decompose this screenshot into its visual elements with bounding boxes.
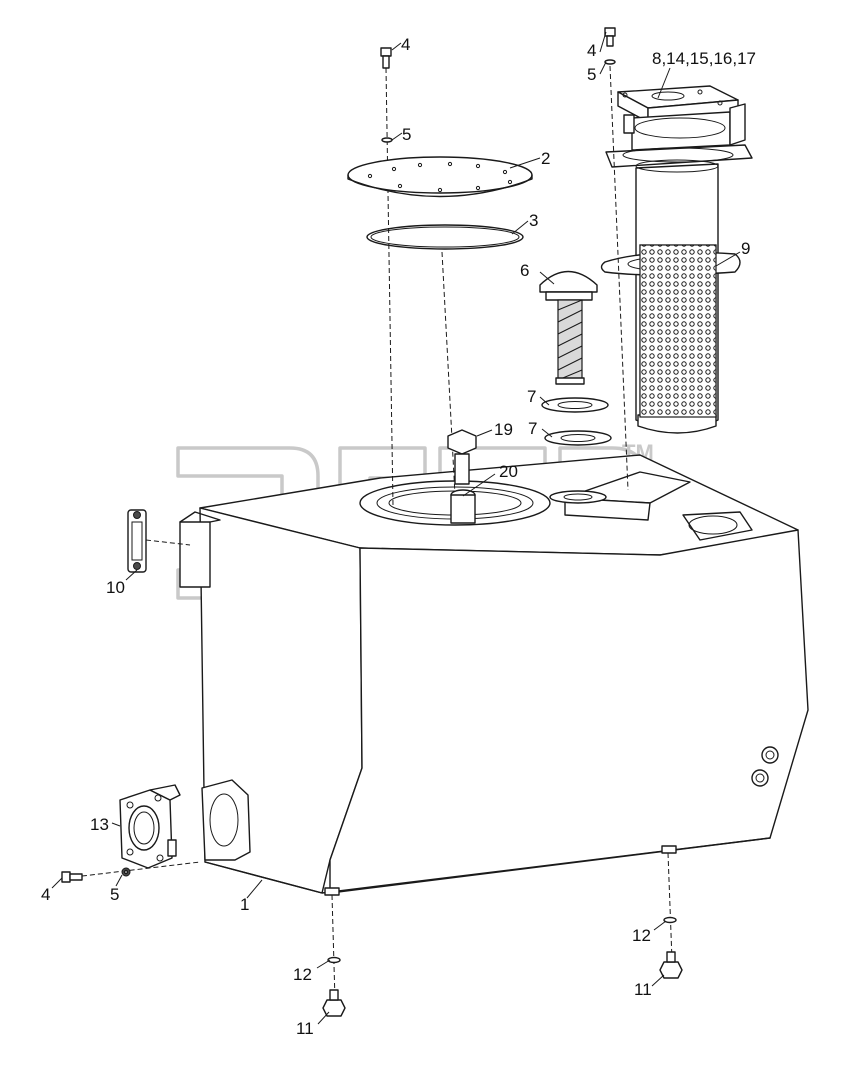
filter-washer — [604, 59, 616, 65]
callout-4-pump: 4 — [41, 885, 50, 904]
foot-bolt-left — [322, 989, 346, 1017]
lid-washer — [381, 137, 393, 143]
flange-washer — [121, 867, 131, 877]
callout-3: 3 — [529, 211, 538, 230]
sight-glass — [127, 509, 147, 573]
callout-7-upper: 7 — [527, 387, 536, 406]
foot-bolt-right — [659, 951, 683, 979]
callout-10: 10 — [106, 578, 125, 597]
filter-bolt — [604, 27, 616, 47]
callout-1: 1 — [240, 895, 249, 914]
drain-plug — [447, 429, 477, 485]
breather-filter — [539, 270, 598, 385]
callout-5-filter: 5 — [587, 65, 596, 84]
adapter-part — [450, 489, 476, 524]
callout-4-lid: 4 — [401, 35, 410, 54]
gasket-ring — [366, 224, 524, 250]
callout-7-lower: 7 — [528, 419, 537, 438]
callout-11-left: 11 — [296, 1019, 314, 1038]
callout-9: 9 — [741, 239, 750, 258]
tank-body — [179, 454, 809, 896]
suction-flange — [119, 784, 181, 869]
callout-6: 6 — [520, 261, 529, 280]
callout-13: 13 — [90, 815, 109, 834]
seal-on-tank — [549, 490, 607, 504]
leader-lines — [51, 31, 741, 1025]
foot-washer-right — [663, 916, 677, 924]
callout-20: 20 — [499, 462, 518, 481]
cover-plate — [347, 156, 533, 198]
foot-washer-left — [327, 956, 341, 964]
lid-bolt — [380, 47, 392, 69]
callout-5-pump: 5 — [110, 885, 119, 904]
callout-12-left: 12 — [293, 965, 312, 984]
callout-labels: 4 5 2 3 4 5 8,14,15,16,17 9 6 7 7 19 20 … — [41, 35, 756, 1038]
callout-11-right: 11 — [634, 980, 652, 999]
callout-12-right: 12 — [632, 926, 651, 945]
callout-4-filter: 4 — [587, 41, 596, 60]
callout-2: 2 — [541, 149, 550, 168]
flange-bolt — [61, 871, 83, 883]
seal-lower — [544, 430, 612, 446]
seal-upper — [541, 397, 609, 413]
callout-19: 19 — [494, 420, 513, 439]
callout-5-lid: 5 — [402, 125, 411, 144]
callout-8-14-15-16-17: 8,14,15,16,17 — [652, 49, 756, 68]
